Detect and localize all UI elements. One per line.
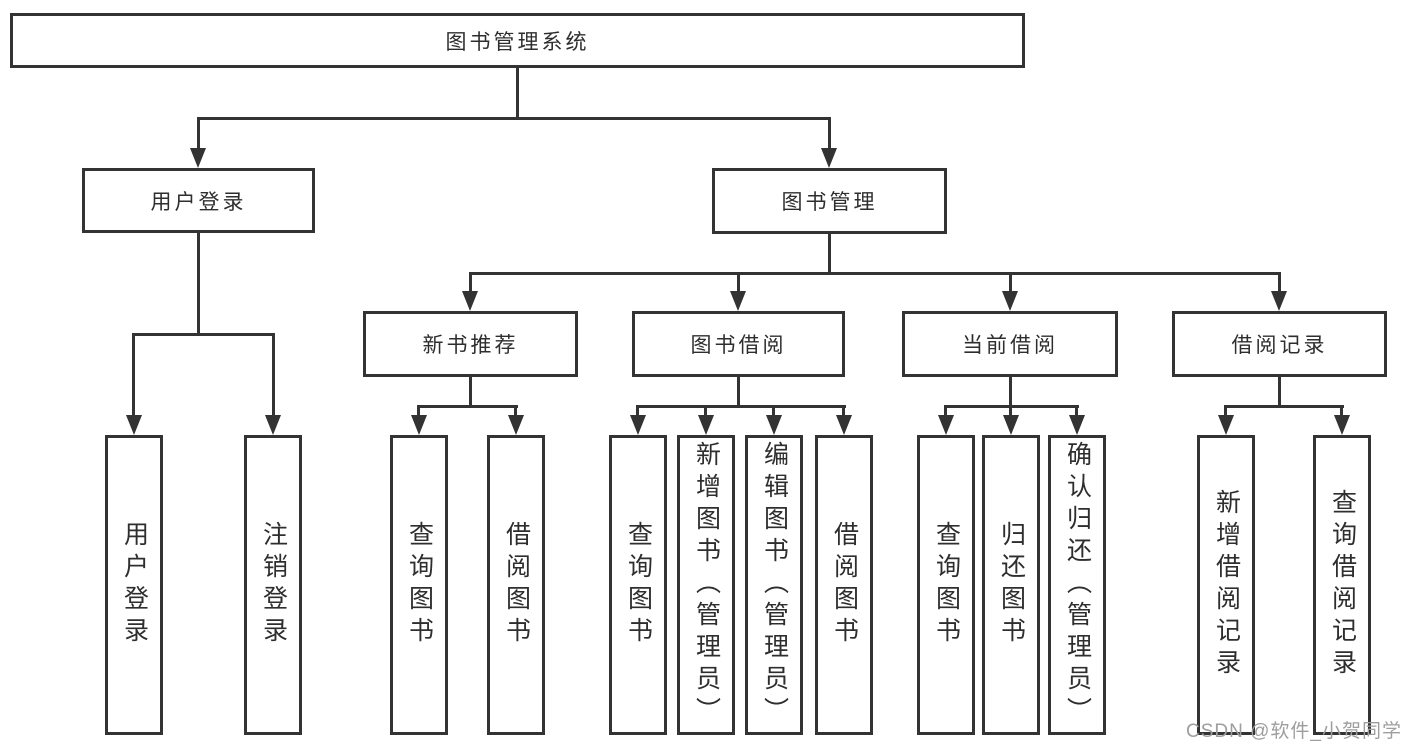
leaf-edit-books-admin: 编辑图书（管理员） — [745, 435, 803, 735]
node-library-management-system: 图书管理系统 — [10, 13, 1025, 68]
csdn-watermark: CSDN @软件_小贺同学 — [1186, 721, 1402, 742]
connector-borrow-records-stem — [1278, 377, 1281, 408]
arrow-down-icon — [821, 148, 837, 168]
connector-book-borrow-bar — [637, 405, 846, 408]
arrow-down-icon — [1069, 415, 1085, 435]
arrow-down-icon — [630, 415, 646, 435]
leaf-label: 注销登录 — [259, 521, 288, 649]
connector-book-management-stem — [828, 234, 831, 275]
connector-book-borrow-stem — [737, 377, 740, 408]
connector-leaf-shaft — [272, 333, 275, 415]
leaf-confirm-return-admin: 确认归还（管理员） — [1048, 435, 1106, 735]
arrow-down-icon — [730, 291, 746, 311]
leaf-label: 查询借阅记录 — [1328, 489, 1357, 681]
connector-level3-shaft — [737, 272, 740, 292]
connector-level3-shaft — [1278, 272, 1281, 292]
arrow-down-icon — [508, 415, 524, 435]
arrow-down-icon — [126, 415, 142, 435]
leaf-label: 归还图书 — [997, 521, 1026, 649]
connector-leaf-shaft — [944, 405, 947, 417]
arrow-down-icon — [938, 415, 954, 435]
leaf-return-books: 归还图书 — [982, 435, 1040, 735]
connector-level3-shaft — [469, 272, 472, 292]
connector-root-bar — [197, 117, 831, 120]
node-label: 图书借阅 — [690, 334, 787, 357]
node-book-borrow: 图书借阅 — [632, 311, 845, 377]
connector-leaf-shaft — [636, 405, 639, 417]
arrow-down-icon — [462, 291, 478, 311]
arrow-down-icon — [766, 415, 782, 435]
arrow-down-icon — [190, 148, 206, 168]
connector-leaf-shaft — [1224, 405, 1227, 417]
leaf-query-books-current: 查询图书 — [917, 435, 975, 735]
node-book-management: 图书管理 — [712, 168, 947, 234]
arrow-down-icon — [1334, 415, 1350, 435]
node-label: 新书推荐 — [422, 334, 519, 357]
arrow-down-icon — [1003, 415, 1019, 435]
node-user-login: 用户登录 — [82, 168, 315, 233]
connector-current-borrow-bar — [945, 405, 1079, 408]
connector-leaf-shaft — [132, 333, 135, 415]
node-label: 当前借阅 — [962, 334, 1058, 357]
connector-root-stem — [516, 68, 519, 118]
connector-book-management-bar — [469, 272, 1281, 275]
arrow-down-icon — [265, 415, 281, 435]
leaf-borrow-books-recommend: 借阅图书 — [487, 435, 545, 735]
connector-leaf-shaft — [704, 405, 707, 417]
leaf-label: 查询图书 — [624, 521, 653, 649]
connector-user-login-stem — [197, 233, 200, 335]
arrow-down-icon — [1218, 415, 1234, 435]
leaf-borrow-books: 借阅图书 — [815, 435, 873, 735]
connector-borrow-records-bar — [1225, 405, 1344, 408]
arrow-down-icon — [836, 415, 852, 435]
leaf-add-borrow-record: 新增借阅记录 — [1197, 435, 1255, 735]
leaf-label: 借阅图书 — [502, 521, 531, 649]
leaf-label: 确认归还（管理员） — [1063, 441, 1092, 729]
node-label: 图书管理 — [781, 191, 878, 214]
connector-new-book-bar — [418, 405, 518, 408]
connector-leaf-shaft — [772, 405, 775, 417]
connector-user-login-shaft — [197, 117, 200, 150]
connector-leaf-shaft — [1009, 405, 1012, 417]
connector-leaf-shaft — [842, 405, 845, 417]
leaf-label: 用户登录 — [120, 521, 149, 649]
arrow-down-icon — [698, 415, 714, 435]
node-label: 用户登录 — [150, 190, 247, 214]
node-label: 借阅记录 — [1231, 334, 1328, 357]
connector-leaf-shaft — [514, 405, 517, 417]
connector-leaf-shaft — [1340, 405, 1343, 417]
arrow-down-icon — [1271, 291, 1287, 311]
leaf-logout: 注销登录 — [244, 435, 302, 735]
connector-user-login-bar — [133, 333, 274, 336]
leaf-query-borrow-record: 查询借阅记录 — [1313, 435, 1371, 735]
node-new-book-recommend: 新书推荐 — [363, 311, 578, 377]
connector-new-book-stem — [469, 377, 472, 408]
leaf-label: 新增图书（管理员） — [692, 441, 721, 729]
node-label: 图书管理系统 — [445, 30, 590, 54]
connector-book-management-shaft — [828, 117, 831, 150]
leaf-query-books-recommend: 查询图书 — [390, 435, 448, 735]
leaf-label: 借阅图书 — [830, 521, 859, 649]
leaf-label: 查询图书 — [405, 521, 434, 649]
connector-leaf-shaft — [1075, 405, 1078, 417]
connector-current-borrow-stem — [1009, 377, 1012, 408]
connector-level3-shaft — [1009, 272, 1012, 292]
arrow-down-icon — [411, 415, 427, 435]
connector-leaf-shaft — [417, 405, 420, 417]
leaf-label: 查询图书 — [932, 521, 961, 649]
leaf-query-books-borrow: 查询图书 — [609, 435, 667, 735]
arrow-down-icon — [1002, 291, 1018, 311]
leaf-label: 新增借阅记录 — [1212, 489, 1241, 681]
node-borrow-records: 借阅记录 — [1172, 311, 1387, 377]
leaf-user-login: 用户登录 — [105, 435, 163, 735]
leaf-label: 编辑图书（管理员） — [760, 441, 789, 729]
leaf-add-books-admin: 新增图书（管理员） — [677, 435, 735, 735]
node-current-borrow: 当前借阅 — [902, 311, 1118, 377]
